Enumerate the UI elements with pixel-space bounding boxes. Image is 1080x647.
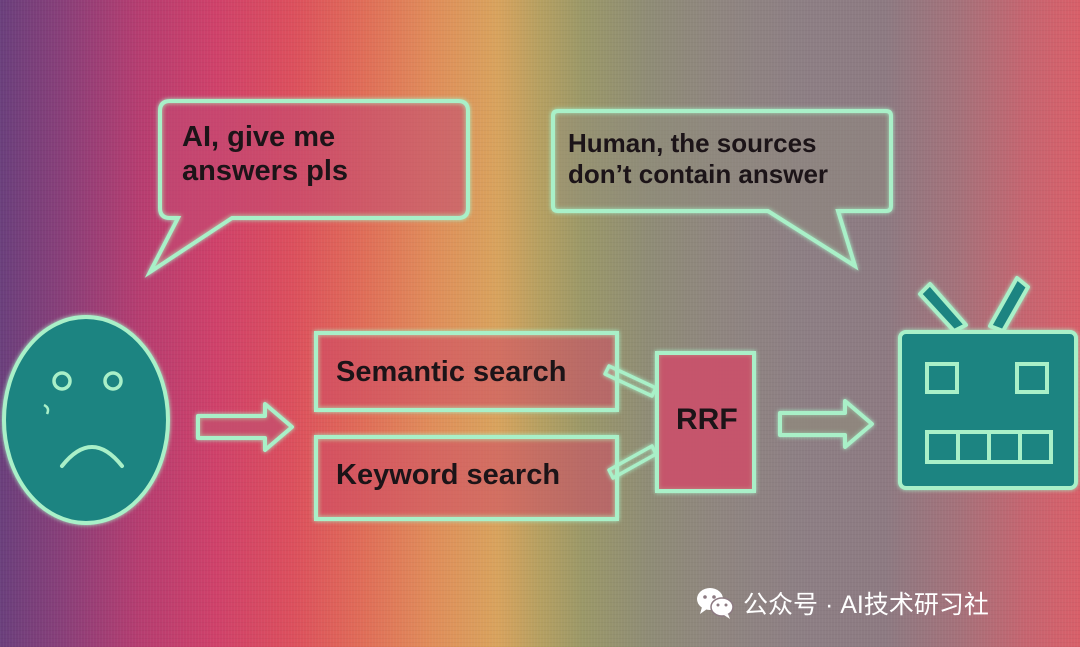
robot-speech-bubble [551, 109, 893, 271]
watermark-text: 公众号 · AI技术研习社 [743, 591, 989, 619]
human-speech-bubble [144, 99, 470, 278]
connector-semantic-to-rrf [603, 364, 658, 398]
robot-bubble-text: Human, the sources don’t contain answer [568, 128, 828, 189]
watermark: 公众号 · AI技术研习社 [695, 586, 989, 620]
human-bubble-line-1: AI, give me [182, 121, 336, 153]
rrf-label: RRF [676, 403, 738, 436]
rrf-box [655, 351, 756, 493]
semantic-search-label: Semantic search [336, 356, 567, 388]
robot-bubble-line-2: don’t contain answer [568, 158, 829, 189]
right-arrow-icon [196, 402, 294, 452]
wechat-icon [697, 588, 734, 619]
human-bubble-line-2: answers pls [182, 155, 349, 188]
keyword-search-label: Keyword search [336, 459, 561, 491]
sad-face-icon [2, 315, 170, 525]
robot-bubble-line-1: Human, the sources [568, 128, 817, 158]
human-bubble-text: AI, give me answers pls [182, 120, 348, 188]
keyword-search-box [314, 435, 619, 521]
robot-icon [898, 276, 1078, 490]
right-arrow-icon [778, 399, 874, 449]
